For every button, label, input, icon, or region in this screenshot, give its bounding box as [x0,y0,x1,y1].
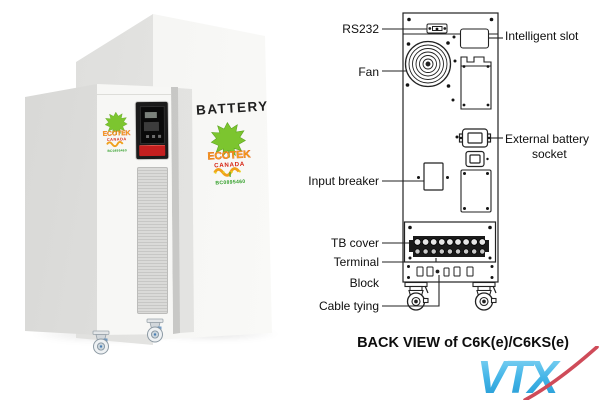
option-slot-bay [460,56,492,110]
label-block: Block [350,276,380,290]
intelligent-slot-shape [459,28,490,49]
label-fan: Fan [358,65,379,79]
output-panel-shape [460,169,492,213]
input-breaker-shape [423,162,444,191]
label-tb-cover: TB cover [331,236,379,250]
ecotek-country-text: CANADA [214,161,245,170]
label-terminal: Terminal [334,255,379,269]
logo-dot [222,171,225,174]
lcd-dot [152,134,156,138]
ups-control-panel [135,101,169,160]
label-rs232: RS232 [342,22,379,36]
lcd-dot [158,134,162,138]
diagram-caption: BACK VIEW of C6K(e)/C6KS(e) [357,335,569,351]
logo-squiggle [106,141,124,148]
lcd-dot [146,135,150,139]
label-cable-tying: Cable tying [319,299,379,313]
logo-dot [214,171,217,174]
cable-tying-holes [416,266,474,277]
leader-lines [382,28,503,307]
red-power-button [139,144,166,157]
vtx-swoosh [523,346,599,400]
diagram-caster [472,281,497,311]
caster-wheel [92,330,110,355]
external-battery-socket-small [465,150,485,168]
ecotek-logo: ECOTEK CANADA BC0895460 [207,121,252,187]
label-intelligent-slot: Intelligent slot [505,29,579,43]
label-external-battery: External battery [505,132,589,146]
lcd-segment [144,111,157,119]
back-view-diagram: RS232 Fan Input breaker TB cover Termina… [308,12,589,351]
ecotek-brand-text: ECOTEK [207,149,251,162]
logo-tick [229,171,231,177]
vtx-logo: VTX [477,346,599,400]
lcd-segment [143,121,160,132]
label-external-battery-socket: socket [532,147,567,161]
logo-dot [238,170,241,173]
maple-leaf-stem [115,130,118,135]
logo-dot [230,170,233,173]
panel-screws [405,17,494,279]
vtx-text: VTX [477,351,561,400]
ecotek-country-text: CANADA [107,136,127,142]
panel-seam [97,94,171,95]
ecotek-brand-text: ECOTEK [103,130,131,138]
terminal-block-shape [409,236,489,257]
label-input-breaker: Input breaker [308,174,379,188]
ecotek-logo: ECOTEK CANADA BC0895460 [102,111,131,153]
vent-grille [137,167,168,314]
caster-wheel [146,318,164,343]
logo-squiggle [213,167,241,177]
ecotek-code-text: BC0895460 [107,148,127,153]
maple-leaf-stem [228,150,230,158]
fan-icon [404,40,452,88]
external-battery-socket-shape [458,128,492,148]
lcd-display [139,105,166,145]
ecotek-code-text: BC0895460 [215,179,245,187]
